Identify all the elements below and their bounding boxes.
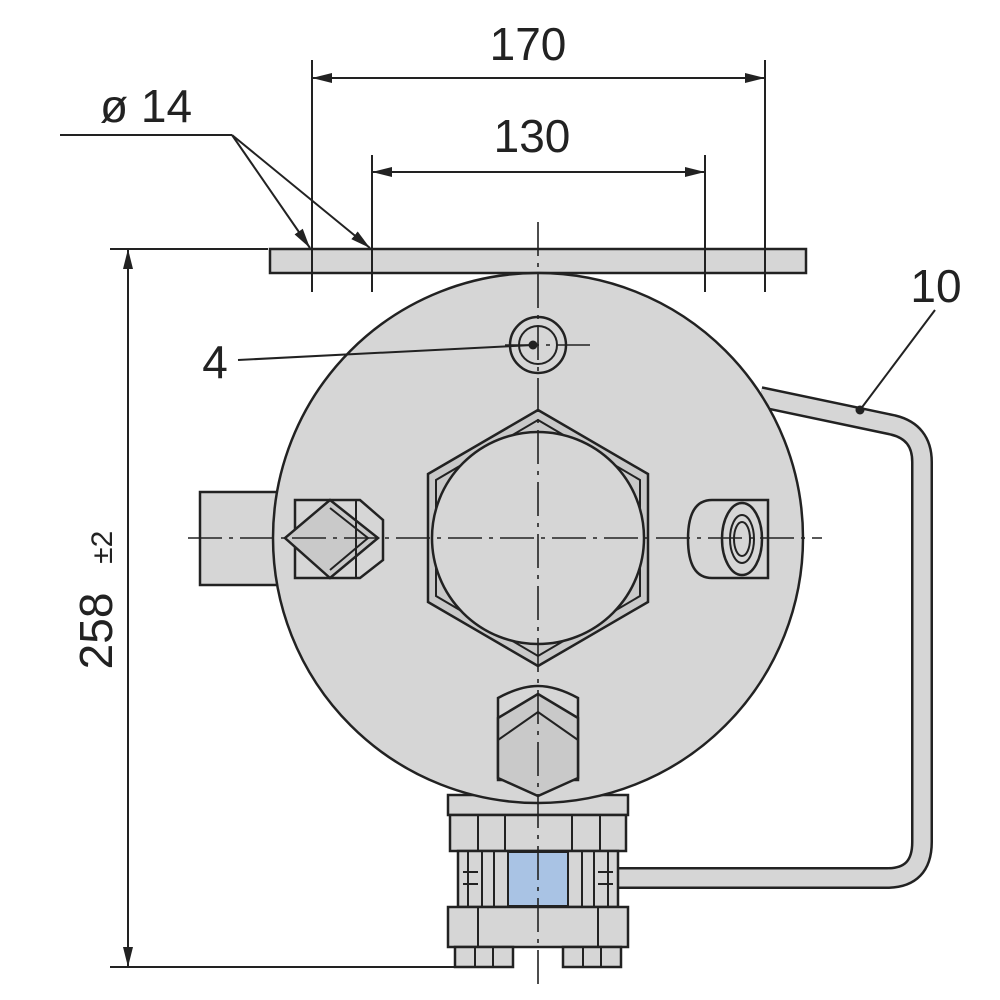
height-value: 258 — [70, 593, 122, 670]
dimension-130-label: 130 — [494, 110, 571, 162]
dimension-170-label: 170 — [490, 18, 567, 70]
right-threaded-port — [686, 498, 770, 580]
callout-4: 4 — [202, 336, 538, 388]
callout-4-label: 4 — [202, 336, 228, 388]
height-label: 258 ±2 — [70, 531, 122, 670]
handle-bar — [612, 386, 933, 889]
height-tolerance: ±2 — [86, 531, 119, 564]
callout-10-label: 10 — [910, 260, 961, 312]
dimension-130: 130 — [371, 110, 706, 292]
hole-diameter-label: ø 14 — [100, 80, 192, 132]
callout-10: 10 — [855, 260, 962, 415]
left-plug — [283, 498, 385, 580]
dimension-170: 170 — [311, 18, 766, 292]
dimension-hole-diameter: ø 14 — [60, 80, 371, 249]
dimension-height: 258 ±2 — [70, 248, 455, 968]
